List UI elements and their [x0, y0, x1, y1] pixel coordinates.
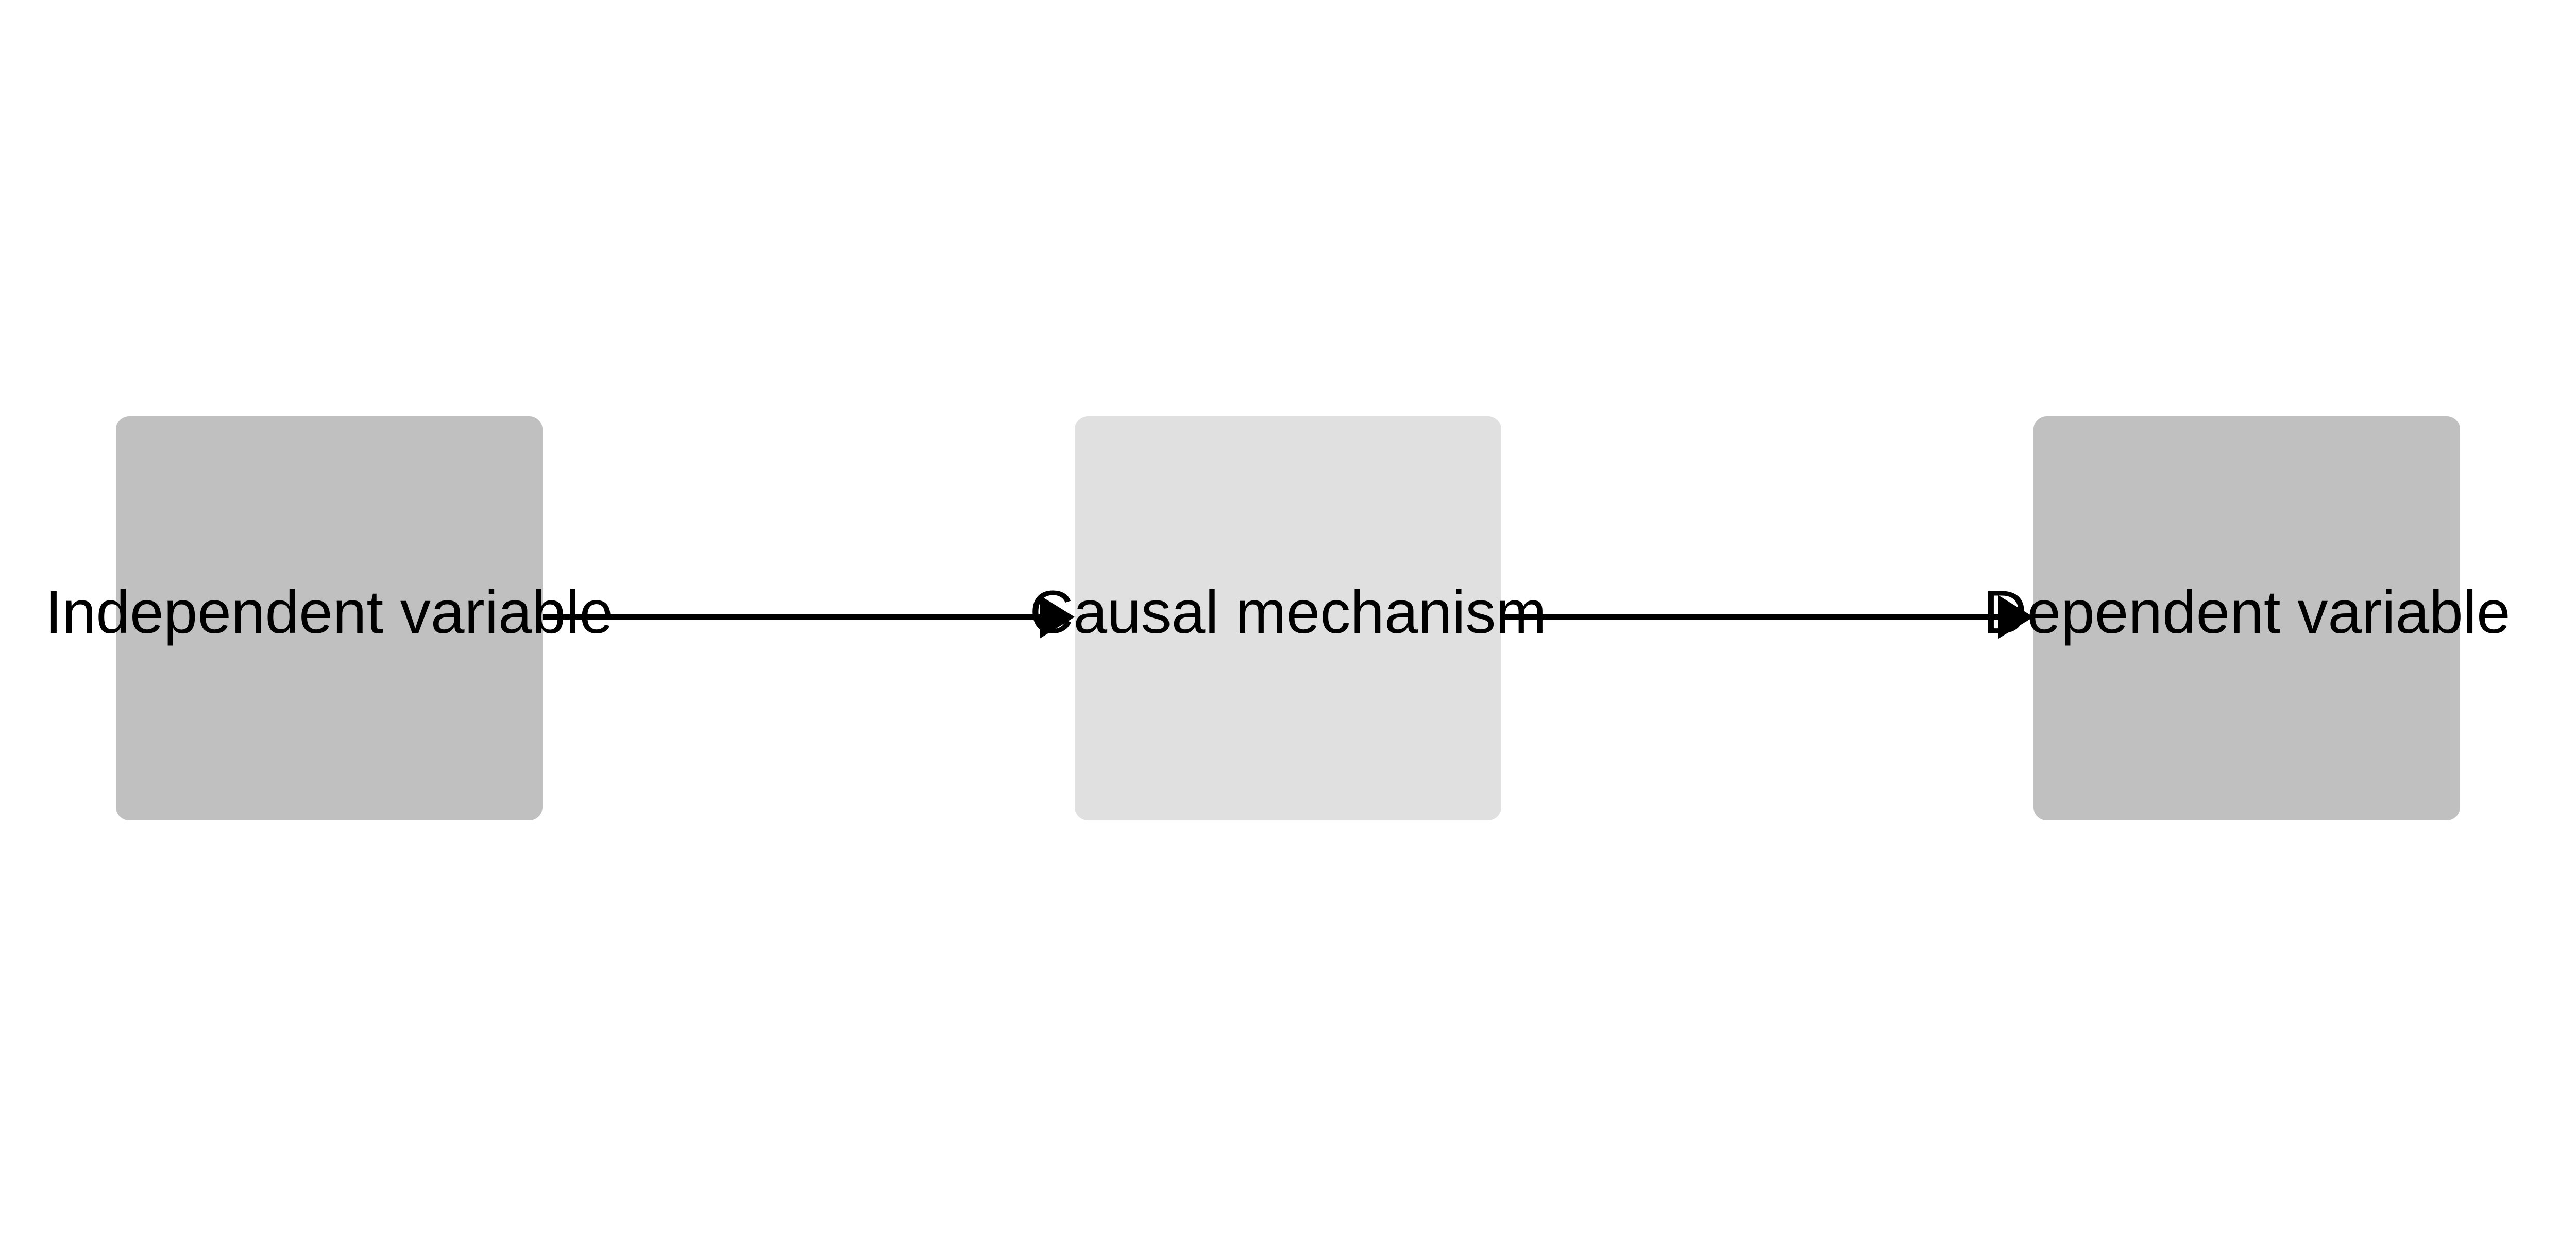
node-label: Causal mechanism [1029, 578, 1547, 646]
edge-mechanism-to-dependent [1501, 594, 2033, 640]
node-causal-mechanism: Causal mechanism [1029, 416, 1547, 820]
arrow-shaft [1501, 614, 1998, 620]
node-independent-variable: Independent variable [45, 416, 613, 820]
diagram-row: Independent variable Causal mechanism De… [0, 416, 2576, 820]
edge-independent-to-mechanism [543, 594, 1075, 640]
node-label: Dependent variable [1983, 578, 2511, 646]
node-dependent-variable: Dependent variable [1983, 416, 2511, 820]
arrowhead-icon [1039, 595, 1075, 639]
arrow-shaft [543, 614, 1040, 620]
arrowhead-icon [1998, 595, 2033, 639]
node-label: Independent variable [45, 578, 614, 646]
